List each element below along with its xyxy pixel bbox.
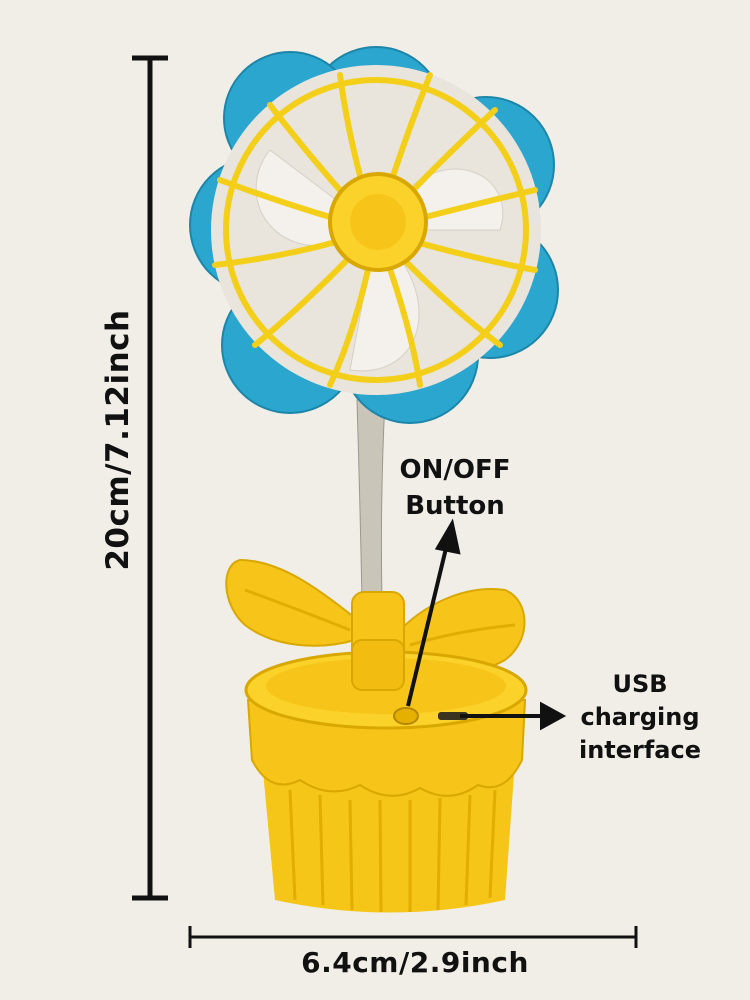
width-dimension-label: 6.4cm/2.9inch xyxy=(301,946,529,979)
onoff-callout-line1: ON/OFF xyxy=(399,455,511,485)
height-dimension-line xyxy=(132,55,168,901)
flower-pot xyxy=(244,639,528,913)
onoff-arrow xyxy=(406,518,461,707)
onoff-callout-line2: Button xyxy=(405,491,505,521)
fan-head xyxy=(189,46,559,424)
usb-interface-callout: USB charging interface xyxy=(555,668,725,767)
usb-callout-line2: charging xyxy=(580,703,700,731)
leaf-left xyxy=(225,558,356,647)
usb-arrow xyxy=(460,701,567,731)
usb-callout-line3: interface xyxy=(578,736,702,764)
power-button-icon xyxy=(393,707,419,725)
grille-ring xyxy=(223,77,529,383)
usb-callout-line1: USB xyxy=(612,670,668,698)
width-dimension-line xyxy=(188,926,638,948)
onoff-button-callout: ON/OFF Button xyxy=(380,452,530,524)
